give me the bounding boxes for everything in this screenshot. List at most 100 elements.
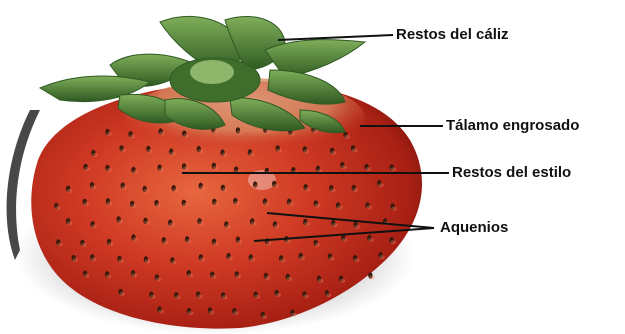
achene-pit-highlight	[130, 203, 137, 208]
achene	[248, 254, 253, 261]
achene	[235, 236, 241, 243]
achene-pit-highlight	[129, 134, 135, 139]
achene-pit-highlight	[272, 183, 279, 188]
achene	[54, 202, 59, 210]
achene	[128, 131, 133, 138]
achene	[235, 127, 241, 134]
achene	[131, 166, 136, 174]
achene	[220, 292, 226, 299]
achene-pit-highlight	[368, 238, 374, 242]
achene-pit-highlight	[144, 220, 150, 225]
achene-pit-highlight	[121, 185, 127, 190]
achene	[158, 128, 163, 135]
achene	[161, 237, 166, 244]
achene	[105, 128, 110, 136]
achene-pit-highlight	[336, 205, 343, 210]
achene-pit-highlight	[332, 223, 338, 228]
achene	[130, 270, 136, 277]
achene	[291, 167, 296, 174]
achene	[174, 292, 179, 299]
achene	[130, 200, 135, 208]
achene-pit-highlight	[66, 221, 73, 226]
achene	[298, 252, 303, 260]
achene-pit-highlight	[314, 203, 321, 208]
achene	[260, 311, 265, 319]
achene-pit-highlight	[196, 294, 203, 299]
achene-pit-highlight	[182, 202, 189, 207]
achene	[82, 198, 87, 206]
achene	[351, 184, 356, 192]
achene	[116, 216, 121, 223]
achene	[207, 307, 213, 314]
achene-pit-highlight	[187, 311, 194, 316]
achene-pit-highlight	[391, 206, 398, 211]
achene-pit-highlight	[304, 187, 311, 192]
achene-pit-highlight	[330, 188, 336, 193]
achene-pit-highlight	[212, 129, 218, 134]
achene-pit-highlight	[378, 183, 384, 188]
achene	[341, 234, 346, 242]
achene-pit-highlight	[303, 149, 310, 154]
achene	[154, 274, 160, 281]
achene-pit-highlight	[105, 274, 112, 279]
achene-pit-highlight	[285, 239, 291, 244]
achene-pit-highlight	[144, 259, 151, 264]
achene	[154, 199, 159, 207]
achene	[182, 130, 187, 137]
achene	[65, 218, 71, 225]
achene-pit-highlight	[55, 206, 61, 210]
achene-pit-highlight	[91, 224, 97, 229]
achene-pit-highlight	[279, 258, 286, 263]
achene-pit-highlight	[132, 170, 138, 174]
achene	[83, 270, 88, 277]
achene-pit-highlight	[276, 148, 283, 153]
achene-pit-highlight	[304, 222, 310, 226]
achene	[185, 236, 190, 243]
achene-pit-highlight	[233, 311, 239, 316]
achene-pit-highlight	[365, 167, 371, 172]
achene-pit-highlight	[236, 239, 243, 244]
achene	[253, 181, 258, 188]
achene-pit-highlight	[299, 256, 306, 260]
achene-pit-highlight	[159, 131, 165, 136]
achene	[105, 198, 111, 205]
achene	[198, 182, 203, 189]
achene	[253, 291, 258, 298]
achene-pit-highlight	[253, 184, 260, 189]
achene	[220, 184, 226, 191]
achene-pit-highlight	[171, 260, 177, 265]
achene-pit-highlight	[314, 242, 321, 247]
achene	[106, 238, 112, 246]
achene-pit-highlight	[379, 255, 385, 260]
achene-pit-highlight	[303, 294, 309, 299]
achene-pit-highlight	[213, 201, 219, 206]
achene	[186, 270, 191, 277]
achene-pit-highlight	[275, 293, 282, 297]
achene-pit-highlight	[84, 166, 90, 171]
achene-pit-highlight	[107, 242, 114, 246]
label-restos-estilo: Restos del estilo	[452, 164, 572, 181]
achene-pit-highlight	[72, 258, 78, 263]
achene-pit-highlight	[155, 277, 162, 282]
label-aquenios: Aquenios	[440, 219, 509, 236]
achene	[303, 218, 308, 226]
achene-pit-highlight	[147, 149, 153, 153]
achene	[279, 255, 284, 262]
achene	[303, 184, 308, 191]
pointer-caliz	[277, 34, 394, 41]
achene	[197, 218, 202, 225]
achene-pit-highlight	[185, 239, 192, 244]
achene-pit-highlight	[353, 258, 360, 263]
achene-pit-highlight	[390, 167, 397, 172]
achene-pit-highlight	[344, 134, 350, 139]
achene-pit-highlight	[234, 201, 240, 205]
achene-pit-highlight	[119, 292, 125, 296]
achene-pit-highlight	[328, 256, 335, 261]
achene	[343, 131, 348, 138]
achene	[368, 272, 373, 279]
achene-pit-highlight	[273, 224, 280, 229]
achene	[313, 239, 318, 247]
achene	[233, 197, 238, 205]
achene-pit-highlight	[208, 310, 215, 315]
achene	[353, 221, 358, 228]
